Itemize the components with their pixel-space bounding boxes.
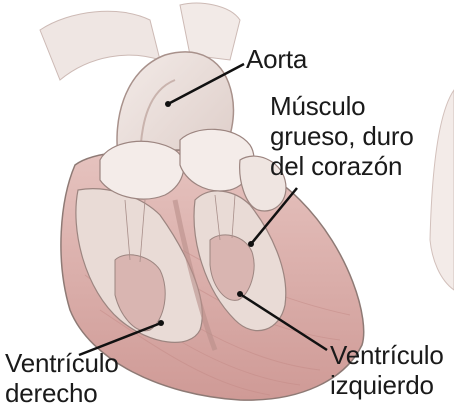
- label-aorta-text: Aorta: [246, 44, 307, 74]
- label-aorta: Aorta: [246, 44, 307, 74]
- label-muscle-line: Músculo: [270, 91, 414, 121]
- faded-heart-edge: [430, 90, 454, 290]
- label-left-ventricle: Ventrículo izquierdo: [330, 340, 444, 400]
- valve-structure: [100, 141, 184, 199]
- label-heart-muscle: Músculo grueso, duro del corazón: [270, 91, 414, 181]
- label-left-ventricle-line: Ventrículo: [330, 340, 444, 370]
- label-right-ventricle: Ventrículo derecho: [5, 348, 119, 408]
- label-muscle-line: grueso, duro: [270, 121, 414, 151]
- label-muscle-line: del corazón: [270, 151, 414, 181]
- label-right-ventricle-line: derecho: [5, 378, 119, 408]
- label-right-ventricle-line: Ventrículo: [5, 348, 119, 378]
- label-left-ventricle-line: izquierdo: [330, 370, 444, 400]
